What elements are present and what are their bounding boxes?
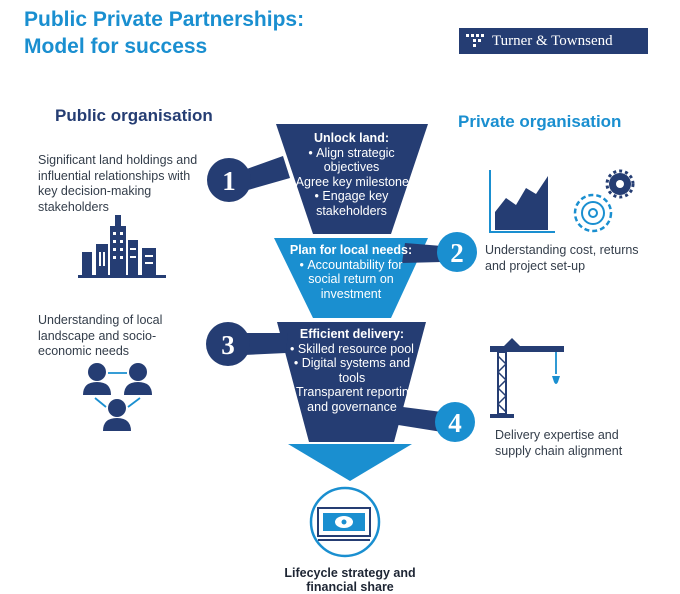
step-3-badge: 3: [206, 322, 288, 366]
stage-1-bullet-3: Engage key stakeholders: [284, 189, 419, 218]
private-item-cost-returns: Understanding cost, returns and project …: [485, 243, 639, 273]
step-3-number: 3: [221, 330, 235, 360]
stage-1-heading: Unlock land:: [313, 131, 389, 145]
turner-townsend-logo: Turner & Townsend: [459, 28, 648, 54]
private-item-delivery-expertise: Delivery expertise and supply chain alig…: [495, 428, 623, 458]
chart-and-gears-icon: [489, 169, 635, 233]
stage-3-bullet-1: Skilled resource pool: [282, 342, 422, 357]
private-organisation-heading: Private organisation: [458, 112, 622, 131]
stage-3-bullet-3: Transparent reporting and governance: [282, 385, 422, 414]
banknote-icon: [309, 486, 381, 558]
step-1-number: 1: [222, 166, 236, 196]
title-line-2: Model for success: [24, 35, 208, 58]
step-4-number: 4: [448, 408, 462, 438]
logo-text: Turner & Townsend: [492, 32, 613, 49]
stage-3-heading: Efficient delivery:: [299, 327, 405, 341]
stage-2-heading: Plan for local needs:: [289, 243, 413, 257]
stage-2-text: Plan for local needs: Accountability for…: [288, 243, 414, 301]
step-3-connector: [242, 333, 288, 355]
public-item-land-holdings: Significant land holdings and influentia…: [38, 153, 198, 214]
logo-dots-icon: [466, 34, 484, 47]
page-title: Public Private Partnerships: Model for s…: [24, 6, 404, 60]
stage-3-text: Efficient delivery: Skilled resource poo…: [282, 327, 422, 414]
title-line-1: Public Private Partnerships:: [24, 8, 305, 31]
city-buildings-icon: [78, 215, 166, 278]
stage-1-bullet-1: Align strategic objectives: [284, 146, 419, 175]
stage-1-bullet-2: Agree key milestones: [284, 175, 419, 190]
stage-1-text: Unlock land: Align strategic objectives …: [284, 131, 419, 218]
public-organisation-heading: Public organisation: [55, 106, 213, 125]
people-network-icon: [83, 363, 152, 431]
public-item-local-landscape: Understanding of local landscape and soc…: [38, 313, 163, 358]
stage-3-bullet-2: Digital systems and tools: [282, 356, 422, 385]
funnel-arrow: [288, 444, 412, 481]
crane-icon: [490, 338, 564, 418]
stage-2-bullet-1: Accountability for social return on inve…: [288, 258, 414, 302]
outcome-label: Lifecycle strategy and financial share: [284, 566, 416, 594]
step-2-number: 2: [450, 238, 464, 268]
step-1-connector: [244, 156, 290, 190]
step-1-badge: 1: [207, 156, 290, 202]
